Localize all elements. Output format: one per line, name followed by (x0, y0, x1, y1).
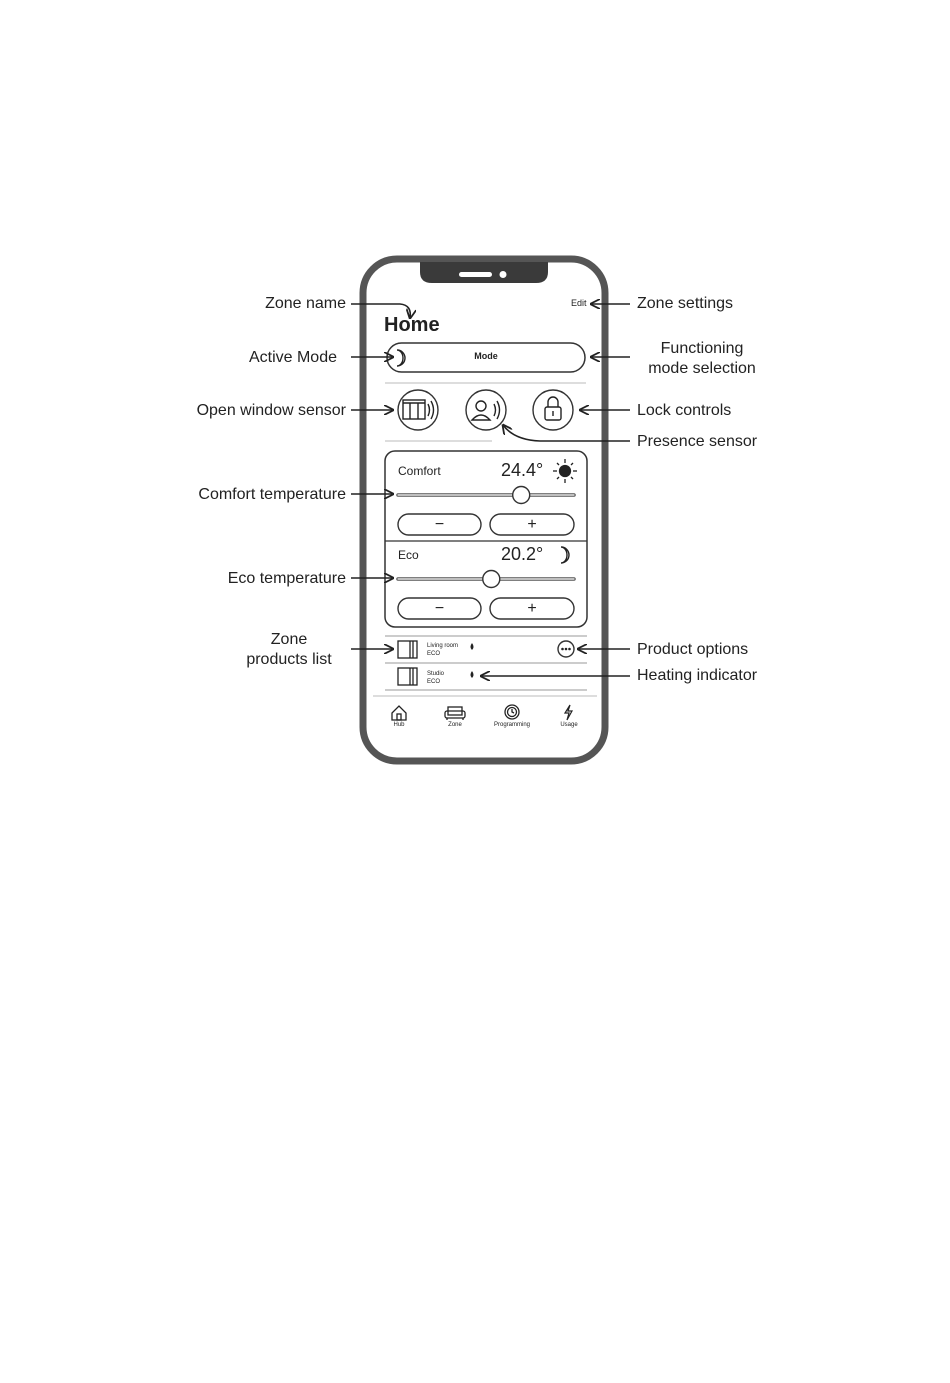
eco-plus-label: + (527, 600, 537, 617)
label-functioning-mode-line2: mode selection (648, 360, 756, 377)
product-mode: ECO (427, 679, 441, 685)
arrow-zone-name (351, 303, 410, 318)
label-active-mode: Active Mode (248, 349, 337, 366)
camera-dot (499, 271, 507, 278)
sun-icon (553, 459, 577, 483)
label-lock-controls: Lock controls (637, 402, 732, 419)
comfort-label: Comfort (398, 464, 441, 478)
nav-usage[interactable]: Usage (560, 722, 578, 728)
nav-zone[interactable]: Zone (448, 722, 462, 728)
nav-programming[interactable]: Programming (493, 722, 530, 728)
zone-name-title: Home (384, 314, 440, 336)
label-functioning-mode-line1: Functioning (660, 340, 744, 357)
eco-slider-thumb[interactable] (482, 569, 501, 589)
arrow-presence-sensor (503, 425, 630, 442)
window-icon (402, 399, 435, 420)
clock-icon (504, 704, 520, 720)
mode-label: Mode (474, 351, 498, 361)
lock-controls-button[interactable] (532, 389, 574, 431)
lock-icon (544, 396, 562, 421)
label-product-options: Product options (637, 641, 749, 658)
label-zone-settings: Zone settings (637, 295, 734, 312)
eco-minus-label: − (434, 600, 445, 617)
label-zone-products-list: Zone products list (230, 630, 348, 670)
comfort-minus-label: − (434, 516, 445, 533)
eco-minus-button[interactable] (397, 597, 482, 620)
label-presence-sensor: Presence sensor (637, 433, 758, 450)
edit-button[interactable]: Edit (571, 298, 587, 308)
lightning-icon (563, 704, 574, 721)
eco-temperature-value: 20.2° (501, 544, 544, 564)
comfort-slider-thumb[interactable] (512, 485, 531, 505)
label-zone-name: Zone name (265, 295, 346, 312)
comfort-plus-label: + (527, 516, 537, 533)
sofa-icon (444, 706, 466, 720)
radiator-icon (397, 667, 418, 686)
product-mode: ECO (427, 651, 441, 657)
comfort-temperature-value: 24.4° (501, 460, 544, 480)
eco-label: Eco (398, 548, 419, 562)
moon-icon-eco (560, 546, 570, 564)
person-icon (470, 400, 501, 421)
label-zone-products-list-line1: Zone (270, 631, 308, 648)
comfort-plus-button[interactable] (489, 513, 575, 536)
product-name[interactable]: Living room (427, 643, 459, 649)
label-heating-indicator: Heating indicator (637, 667, 758, 684)
label-open-window-sensor: Open window sensor (196, 402, 346, 419)
eco-plus-button[interactable] (489, 597, 575, 620)
radiator-icon (397, 640, 418, 659)
flame-icon (470, 643, 474, 650)
label-comfort-temperature: Comfort temperature (198, 486, 346, 503)
flame-icon (470, 671, 474, 678)
phone-frame (359, 255, 609, 765)
product-name[interactable]: Studio (427, 671, 445, 677)
label-zone-products-list-line2: products list (246, 651, 332, 668)
moon-icon-active-mode (396, 349, 406, 367)
home-icon (391, 705, 407, 721)
comfort-minus-button[interactable] (397, 513, 482, 536)
speaker-grille (459, 272, 492, 277)
label-eco-temperature: Eco temperature (227, 570, 346, 587)
nav-hub[interactable]: Hub (393, 722, 405, 728)
label-functioning-mode-selection: Functioning mode selection (637, 339, 767, 379)
